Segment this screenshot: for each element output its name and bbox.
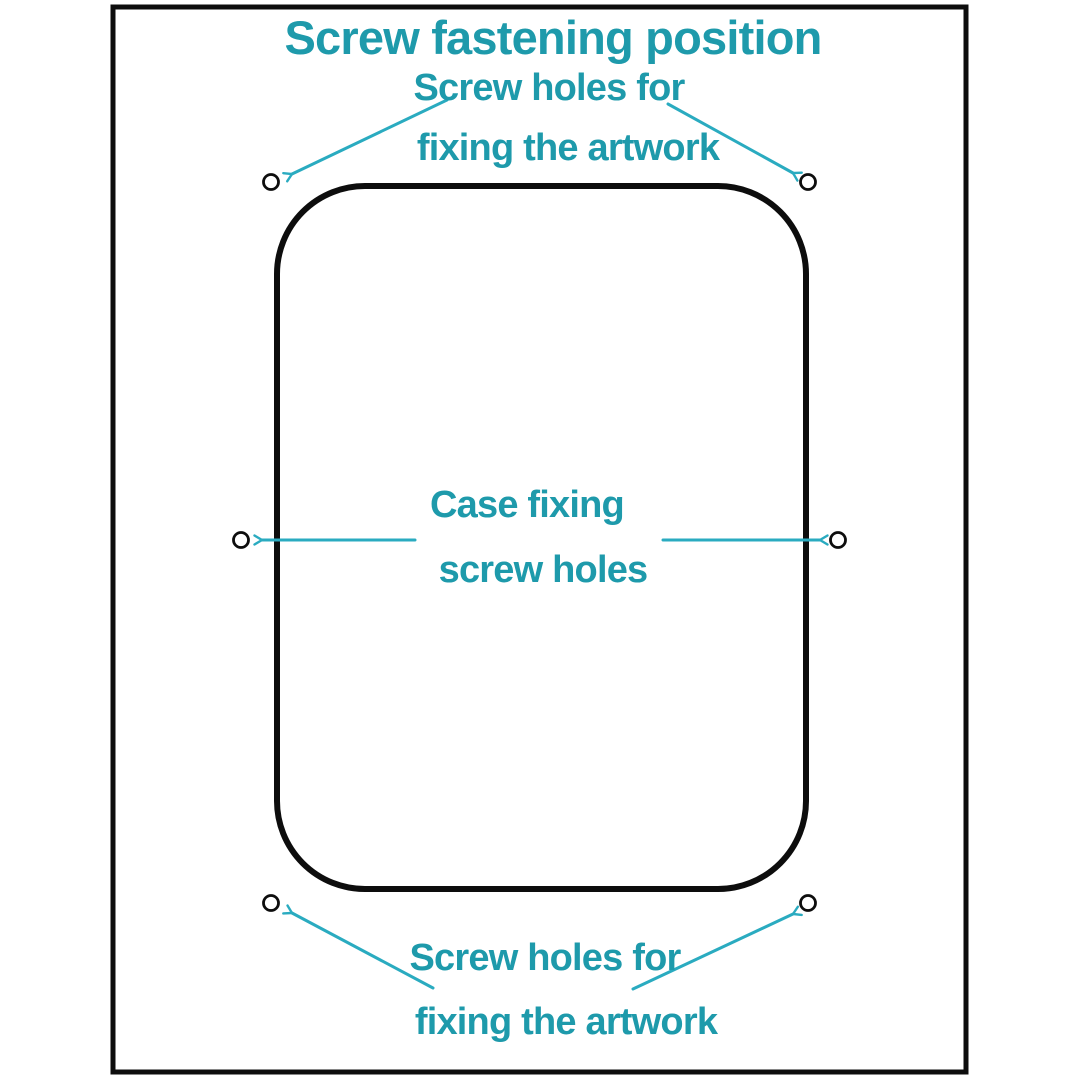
screw-hole-middle-left: [232, 531, 250, 549]
screw-hole-top-left: [262, 173, 280, 191]
bottom-label-line2: fixing the artwork: [414, 1001, 718, 1043]
diagram-title: Screw fastening position: [284, 11, 822, 64]
middle-label-line2: screw holes: [438, 549, 649, 591]
case-panel-outline: [274, 183, 809, 892]
middle-label-line1: Case fixing: [430, 484, 625, 526]
screw-hole-top-right: [799, 173, 817, 191]
screw-hole-bottom-left: [262, 894, 280, 912]
bottom-label-line1: Screw holes for: [409, 937, 682, 979]
top-label-line1: Screw holes for: [413, 67, 686, 109]
arrow-top-right: [666, 102, 803, 182]
top-label-line2: fixing the artwork: [416, 127, 720, 169]
arrow-bottom-left: [282, 904, 435, 990]
arrow-top-left: [282, 98, 449, 183]
arrow-bottom-right: [631, 905, 803, 991]
screw-hole-bottom-right: [799, 894, 817, 912]
screw-hole-middle-right: [829, 531, 847, 549]
outer-border: [110, 4, 969, 1075]
